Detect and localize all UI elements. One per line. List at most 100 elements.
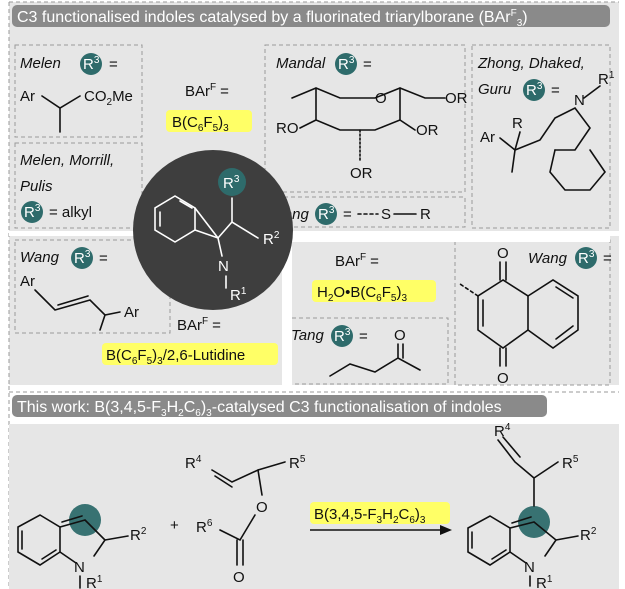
this-work-bar <box>12 395 547 417</box>
or-2: OR <box>416 122 439 139</box>
r3-badge-melen <box>80 53 102 75</box>
header-bar <box>12 5 610 27</box>
r3-badge-wang-2 <box>575 247 597 269</box>
r1-reactant: R1 <box>86 574 103 589</box>
eq-zhong: = <box>551 82 560 99</box>
barf-label-3: BArF= <box>177 316 221 334</box>
cat-h2o: H2O•B(C6F5)3 <box>317 284 407 304</box>
r6-reactant: R6 <box>196 518 213 536</box>
cat-highlight-2 <box>312 280 436 302</box>
label-wang-2: Wang <box>528 250 568 267</box>
n-reactant: N <box>74 559 85 576</box>
n-product: N <box>524 559 535 576</box>
eq-wang-1: = <box>99 250 108 267</box>
melen-box <box>14 44 143 138</box>
central-indole-circle <box>133 150 293 310</box>
s-label: S <box>381 206 391 223</box>
o-quinone-2: O <box>497 370 509 387</box>
label-pulis: Pulis <box>20 178 53 195</box>
r3-text-pulis: R3 <box>24 203 41 221</box>
mandal-box <box>264 44 466 193</box>
top-panel <box>9 2 619 385</box>
r2-product: R2 <box>580 526 597 544</box>
ar-zhong: Ar <box>480 129 495 146</box>
label-zhong: Zhong, Dhaked, <box>477 55 585 72</box>
r3-text-tang-1: R3 <box>318 205 335 223</box>
r5-reactant: R5 <box>289 454 306 472</box>
col-divider-top <box>282 236 610 242</box>
ar-wang-1: Ar <box>20 273 35 290</box>
r3-text-wang-1: R3 <box>74 249 91 267</box>
r-tang: R <box>420 206 431 223</box>
o-ketone: O <box>394 327 406 344</box>
r3-text-zhong: R3 <box>526 81 543 99</box>
r3-badge-tang-2 <box>331 325 353 347</box>
r4-reactant: R4 <box>185 454 202 472</box>
product-indole: N R2 R1 R4 R5 <box>467 422 597 589</box>
o-quinone-1: O <box>497 245 509 262</box>
row-divider <box>9 231 619 236</box>
label-melen: Melen <box>20 55 61 72</box>
n-center: N <box>218 258 229 275</box>
eq-tang-1: = <box>343 206 352 223</box>
tang-ketone-box <box>284 317 449 385</box>
cat-highlight-this-work <box>310 502 450 524</box>
ar-melen: Ar <box>20 88 35 105</box>
r3-text-melen: R3 <box>83 55 100 73</box>
label-mandal: Mandal <box>276 55 326 72</box>
label-melen-morrill: Melen, Morrill, <box>20 152 114 169</box>
r1-zhong: R1 <box>598 70 615 88</box>
barf-label-2: BArF= <box>335 252 379 270</box>
cat-highlight-1 <box>166 110 252 132</box>
r3-badge-tang-1 <box>315 203 337 225</box>
header-title: C3 functionalised indoles catalysed by a… <box>17 8 528 29</box>
plus-sign: + <box>170 517 179 534</box>
glucose-structure: O OR RO OR OR <box>276 87 468 182</box>
label-tang-2: Tang <box>291 327 324 344</box>
r3-badge-wang-1 <box>71 247 93 269</box>
indole-substituent: Ar R N R1 <box>480 70 615 191</box>
or-3: OR <box>350 165 373 182</box>
or-1: OR <box>445 90 468 107</box>
eq-wang-2: = <box>603 250 612 267</box>
r2-reactant: R2 <box>130 526 147 544</box>
cat-bc6f5: B(C6F5)3 <box>172 114 229 134</box>
r3-text-mandal: R3 <box>338 55 355 73</box>
col-divider <box>282 236 292 386</box>
o-carbonyl: O <box>233 569 245 586</box>
eq-tang-2: = <box>359 328 368 345</box>
r3-text-tang-2: R3 <box>334 327 351 345</box>
eq-mandal: = <box>363 56 372 73</box>
cat-highlight-3 <box>102 343 278 365</box>
label-guru: Guru <box>478 81 512 98</box>
alkyl-label: = alkyl <box>49 204 92 221</box>
r3-text-wang-2: R3 <box>578 249 595 267</box>
wang-allyl-box <box>14 239 171 334</box>
eq-melen: = <box>109 56 118 73</box>
co2me-melen: CO2Me <box>84 88 133 108</box>
melen-morrill-box <box>14 142 143 229</box>
r-zhong: R <box>512 115 523 132</box>
allylic-ester: R4 R5 O R6 O <box>185 454 306 586</box>
o-ring: O <box>375 90 387 107</box>
melen-bonds <box>41 95 81 133</box>
o-ester: O <box>256 499 268 516</box>
ro-1: RO <box>276 120 299 137</box>
r3-badge-pulis <box>21 201 43 223</box>
cat-this-work: B(3,4,5-F3H2C6)3 <box>314 506 426 526</box>
r5-product: R5 <box>562 454 579 472</box>
reactant-indole: N R2 R1 <box>17 514 147 589</box>
r4-product: R4 <box>494 422 511 440</box>
cat-lutidine: B(C6F5)3/2,6-Lutidine <box>106 347 245 367</box>
r3-text-center: R3 <box>223 174 240 192</box>
naphthoquinone-structure: O O <box>459 245 579 387</box>
arrow-head-icon <box>440 525 452 535</box>
r2-center: R2 <box>263 230 280 248</box>
central-indole-structure: N R1 R2 <box>154 195 280 304</box>
n-zhong: N <box>574 92 585 109</box>
r3-badge-mandal <box>335 53 357 75</box>
r3-badge-zhong <box>523 79 545 101</box>
r1-center: R1 <box>230 286 247 304</box>
ar-wang-2: Ar <box>124 304 139 321</box>
